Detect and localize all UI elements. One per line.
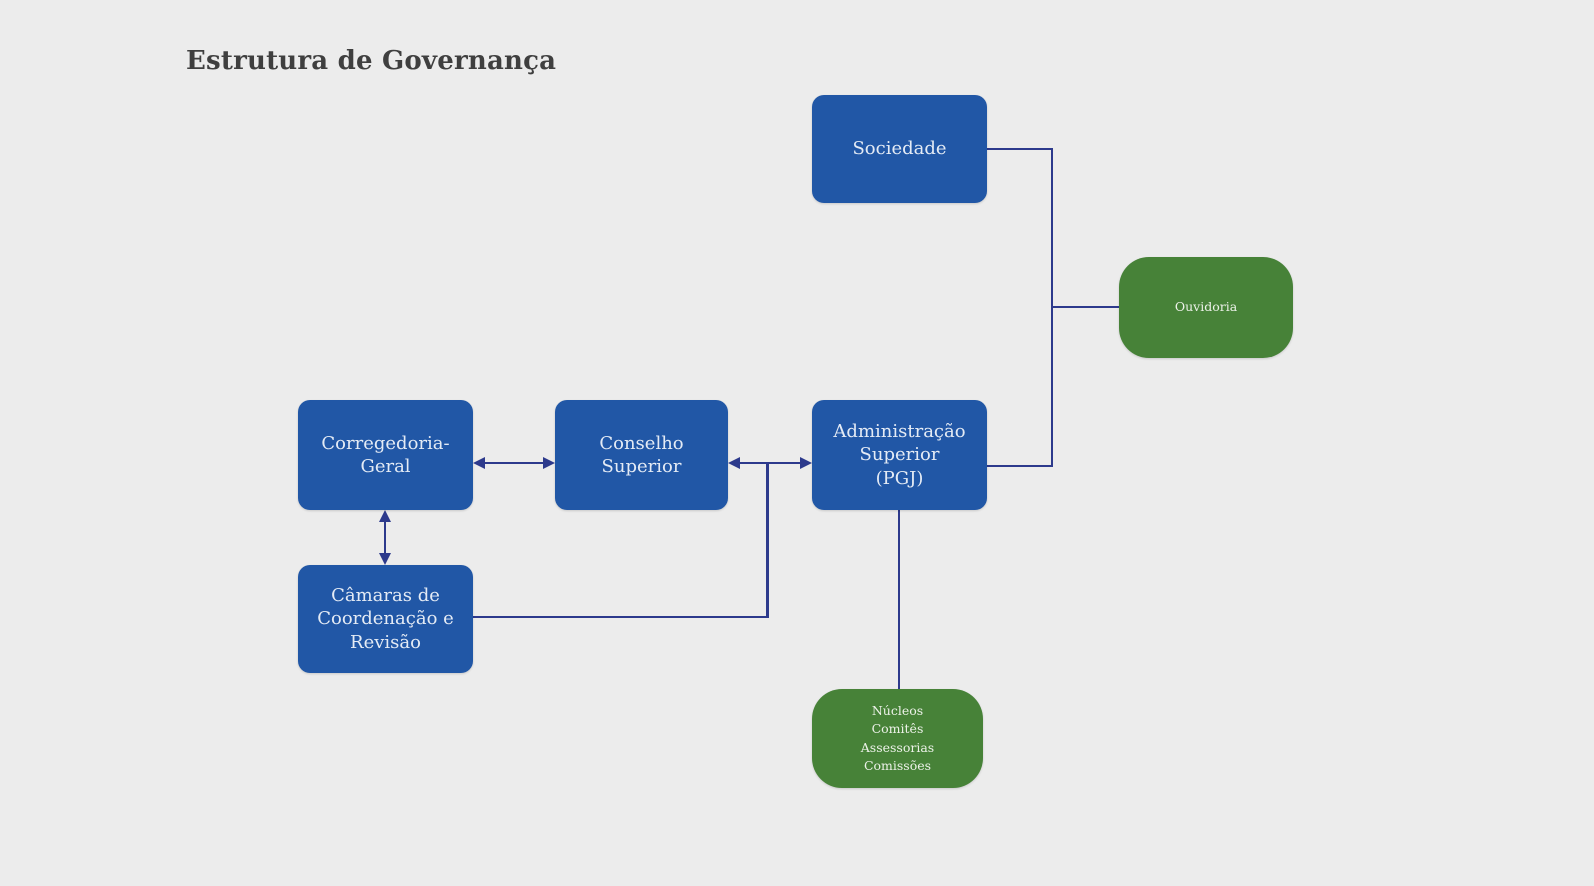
arrowhead-into-conselho-left [543, 457, 555, 469]
node-conselho-superior-label: Conselho Superior [599, 432, 684, 477]
node-corregedoria-geral-label: Corregedoria- Geral [321, 432, 450, 477]
node-conselho-superior: Conselho Superior [555, 400, 728, 510]
arrowhead-into-camaras-top [379, 553, 391, 565]
node-camaras-coordenacao-label: Câmaras de Coordenação e Revisão [317, 585, 454, 653]
node-ouvidoria: Ouvidoria [1119, 257, 1293, 358]
connector-camaras-horizontal [473, 616, 769, 618]
diagram-title: Estrutura de Governança [186, 46, 557, 76]
node-sociedade-label: Sociedade [852, 138, 947, 160]
connector-trunk-administracao [987, 465, 1053, 467]
arrowhead-into-corregedoria-bottom [379, 510, 391, 522]
node-corregedoria-geral: Corregedoria- Geral [298, 400, 473, 510]
connector-corregedoria-conselho [484, 462, 544, 464]
connector-sociedade-trunk-top [987, 148, 1053, 150]
arrowhead-into-administracao [800, 457, 812, 469]
node-sociedade: Sociedade [812, 95, 987, 203]
arrowhead-into-conselho-right [728, 457, 740, 469]
node-nucleos-comites-label: Núcleos Comitês Assessorias Comissões [860, 703, 935, 773]
arrowhead-into-corregedoria [473, 457, 485, 469]
node-nucleos-comites: Núcleos Comitês Assessorias Comissões [812, 689, 983, 788]
connector-trunk-ouvidoria [1052, 306, 1119, 308]
node-administracao-superior-label: Administração Superior (PGJ) [833, 421, 966, 489]
node-administracao-superior: Administração Superior (PGJ) [812, 400, 987, 510]
connector-corregedoria-camaras [384, 520, 386, 555]
connector-administracao-nucleos [898, 510, 900, 689]
connector-conselho-administracao [740, 462, 800, 464]
node-camaras-coordenacao: Câmaras de Coordenação e Revisão [298, 565, 473, 673]
connector-camaras-vertical [766, 463, 769, 618]
node-ouvidoria-label: Ouvidoria [1174, 299, 1238, 315]
